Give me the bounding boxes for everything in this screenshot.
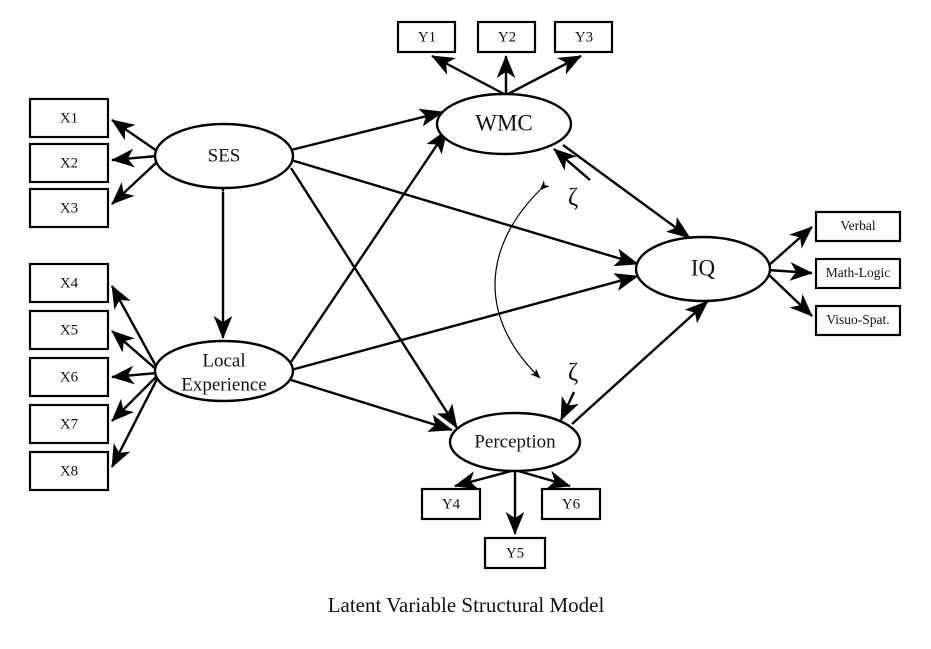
latent-label-local-experience-line1: Local	[202, 350, 245, 371]
figure-title: Latent Variable Structural Model	[328, 593, 605, 617]
indicator-box-x6[interactable]	[28, 356, 110, 398]
indicator-label-y3: Y3	[575, 29, 593, 45]
path-perception-to-iq	[571, 300, 709, 425]
indicator-boxes-perception: Y4 Y6 Y5	[420, 487, 602, 570]
path-ses-to-perception	[289, 167, 459, 429]
indicator-box-y2[interactable]	[476, 20, 537, 54]
indicator-box-visuo-spat[interactable]	[814, 304, 902, 337]
indicator-label-y1: Y1	[418, 29, 436, 45]
indicator-label-visuo-spat: Visuo-Spat.	[826, 312, 889, 327]
latent-node-iq[interactable]: IQ	[634, 235, 772, 303]
arrow-perception-to-y6	[514, 468, 571, 489]
indicator-boxes-wmc: Y1 Y2 Y3	[396, 20, 614, 54]
latent-label-iq: IQ	[691, 255, 716, 280]
path-wmc-to-iq	[562, 144, 691, 239]
latent-node-wmc[interactable]: WMC	[435, 92, 573, 156]
arrow-ses-to-x2	[111, 148, 158, 168]
measurement-arrows-ses	[111, 119, 158, 205]
ellipse-local-experience[interactable]	[153, 339, 295, 403]
arrow-iq-to-math-logic	[767, 262, 813, 281]
path-ses-to-wmc	[290, 108, 444, 152]
indicator-label-math-logic: Math-Logic	[826, 265, 890, 280]
latent-label-perception: Perception	[474, 431, 556, 452]
arrow-perception-to-y4	[454, 468, 516, 490]
ellipse-iq[interactable]	[634, 235, 772, 303]
measurement-arrows-local-experience	[110, 285, 159, 468]
arrow-localexp-to-x7	[111, 375, 158, 422]
arrow-zeta-to-wmc	[553, 148, 591, 181]
covariance-zeta-zeta	[494, 180, 550, 379]
indicator-label-y4: Y4	[442, 496, 461, 512]
arrow-wmc-to-y3	[505, 54, 582, 97]
path-ses-to-iq	[290, 158, 639, 267]
ellipse-ses[interactable]	[153, 122, 295, 190]
indicator-label-x4: X4	[60, 275, 79, 291]
indicator-box-y3[interactable]	[553, 20, 614, 54]
indicator-boxes-ses: X1 X2 X3	[28, 97, 110, 229]
indicator-label-y6: Y6	[562, 496, 581, 512]
indicator-box-x4[interactable]	[28, 262, 110, 304]
arrow-zeta-to-perception	[559, 391, 579, 421]
latent-node-local-experience[interactable]: Local Experience	[153, 339, 295, 403]
arrow-ses-to-x1	[111, 119, 158, 152]
indicator-box-x2[interactable]	[28, 142, 110, 184]
ellipse-perception[interactable]	[448, 411, 582, 473]
indicator-label-x5: X5	[60, 322, 78, 338]
indicator-label-x7: X7	[60, 416, 79, 432]
latent-label-wmc: WMC	[475, 110, 533, 135]
indicator-box-x1[interactable]	[28, 97, 110, 139]
ellipse-wmc[interactable]	[435, 92, 573, 156]
disturbance-label-zeta-perception: ζ	[568, 360, 578, 387]
path-localexp-to-wmc	[290, 129, 448, 363]
structural-paths	[289, 108, 709, 432]
indicator-label-x2: X2	[60, 155, 78, 171]
latent-label-local-experience-line2: Experience	[181, 374, 266, 395]
disturbance-label-zeta-wmc: ζ	[568, 185, 578, 212]
indicator-box-y1[interactable]	[396, 20, 457, 54]
indicator-box-x5[interactable]	[28, 309, 110, 351]
indicator-box-x8[interactable]	[28, 450, 110, 492]
indicator-box-x7[interactable]	[28, 403, 110, 445]
path-localexp-to-perception	[290, 378, 453, 432]
measurement-arrows-perception	[454, 468, 571, 535]
latent-label-ses: SES	[208, 145, 241, 166]
arrow-wmc-to-y1	[431, 54, 507, 97]
arrow-localexp-to-x4	[110, 285, 159, 369]
indicator-label-x6: X6	[60, 369, 79, 385]
indicator-label-x8: X8	[60, 463, 78, 479]
curved-double-headed-arrow-disturbances	[494, 180, 550, 379]
arrow-localexp-to-x6	[111, 365, 158, 385]
indicator-box-x3[interactable]	[28, 187, 110, 229]
measurement-arrows-iq	[767, 226, 813, 317]
indicator-label-x3: X3	[60, 200, 78, 216]
arrow-localexp-to-x8	[110, 378, 159, 468]
indicator-box-verbal[interactable]	[814, 210, 902, 243]
indicator-label-y5: Y5	[506, 545, 524, 561]
indicator-label-y2: Y2	[498, 29, 516, 45]
disturbance-arrows	[553, 148, 591, 421]
arrow-iq-to-visuo-spat	[767, 273, 813, 317]
arrow-ses-to-x3	[111, 161, 158, 205]
latent-node-ses[interactable]: SES	[153, 122, 295, 190]
indicator-box-y4[interactable]	[420, 487, 482, 521]
indicator-box-y6[interactable]	[540, 487, 602, 521]
arrow-iq-to-verbal	[767, 226, 813, 267]
indicator-boxes-local-experience: X4 X5 X6 X7 X8	[28, 262, 110, 492]
indicator-label-x1: X1	[60, 110, 78, 126]
arrow-localexp-to-x5	[111, 330, 158, 371]
latent-node-perception[interactable]: Perception	[448, 411, 582, 473]
indicator-box-math-logic[interactable]	[814, 257, 902, 290]
indicator-boxes-iq: Verbal Math-Logic Visuo-Spat.	[814, 210, 902, 337]
measurement-arrows-wmc	[431, 54, 582, 97]
indicator-label-verbal: Verbal	[840, 218, 875, 233]
indicator-box-y5[interactable]	[483, 536, 547, 570]
path-localexp-to-iq	[290, 273, 639, 372]
